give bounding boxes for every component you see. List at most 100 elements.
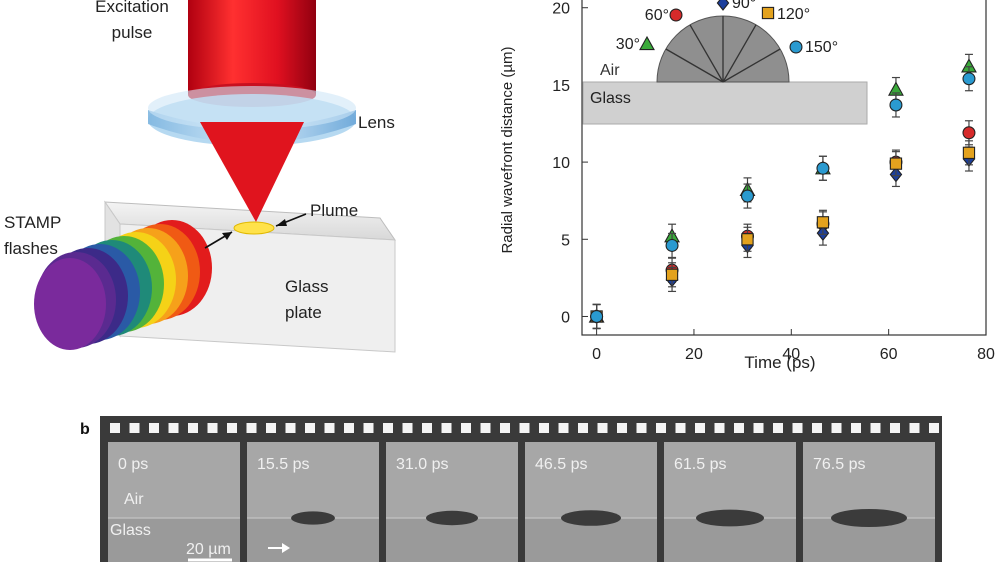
x-tick-label: 0 (592, 346, 601, 363)
sprocket-hole (500, 423, 510, 433)
frame-plume (291, 511, 335, 525)
frame-time-label: 46.5 ps (535, 456, 587, 473)
inset-marker-90° (716, 0, 730, 11)
inset-angle-label: 60° (645, 7, 669, 24)
frame-air-region (108, 442, 240, 518)
sprocket-hole (383, 423, 393, 433)
inset-marker-30° (639, 35, 655, 51)
frame-plume (696, 509, 764, 527)
film-scale-label: 20 µm (186, 541, 231, 558)
film-air-label: Air (124, 491, 144, 508)
sprocket-hole (246, 423, 257, 433)
excitation-label-1: Excitation (95, 0, 169, 16)
frame-time-label: 76.5 ps (813, 456, 865, 473)
sprocket-hole (324, 423, 335, 433)
sprocket-hole (734, 423, 744, 433)
data-point-60° (962, 126, 976, 140)
frame-time-label: 0 ps (118, 456, 148, 473)
inset-ray (722, 24, 757, 83)
inset-angle-label: 90° (732, 0, 756, 12)
lens (148, 86, 356, 146)
sprocket-hole (656, 423, 666, 433)
stamp-label-2: flashes (4, 239, 58, 258)
inset-glass-slab (582, 81, 868, 125)
sprocket-hole (480, 423, 491, 433)
inset-air-label: Air (600, 62, 620, 79)
data-point-150° (740, 189, 754, 203)
data-point-120° (665, 268, 679, 281)
frame-air-region (525, 442, 657, 518)
inset-marker-150° (789, 40, 803, 54)
film-glass-label: Glass (110, 522, 151, 539)
inset-angle-label: 150° (805, 39, 838, 56)
plot-frame (581, 0, 987, 336)
sprocket-hole (149, 423, 159, 433)
sprocket-hole (636, 423, 647, 433)
data-point-120° (889, 157, 903, 170)
inset-ray (665, 48, 724, 83)
sprocket-hole (266, 423, 276, 433)
sprocket-hole (675, 423, 686, 433)
sprocket-hole (812, 423, 822, 433)
sprocket-hole (558, 423, 569, 433)
sprocket-hole (870, 423, 881, 433)
sprocket-hole (909, 423, 920, 433)
x-tick-label: 20 (685, 346, 703, 363)
film-sprockets (110, 423, 939, 433)
sprocket-hole (441, 423, 452, 433)
x-axis-label: Time (ps) (744, 353, 815, 372)
x-tick-label: 80 (977, 346, 995, 363)
sprocket-hole (890, 423, 900, 433)
frame-air-region (386, 442, 518, 518)
sprocket-hole (792, 423, 803, 433)
glass-plate-label-1: Glass (285, 277, 328, 296)
stamp-flash-stack (34, 220, 212, 350)
y-axis-label: Radial wavefront distance (µm) (499, 46, 516, 253)
frame-air-region (247, 442, 379, 518)
sprocket-hole (773, 423, 783, 433)
x-tick-label: 60 (880, 346, 898, 363)
sprocket-hole (597, 423, 608, 433)
film-border (100, 416, 942, 566)
sprocket-hole (753, 423, 764, 433)
plume-spot (233, 221, 275, 235)
data-point-150° (665, 238, 679, 252)
sprocket-hole (519, 423, 530, 433)
setup-svg: Excitation pulse Lens Plume STAMP flashe… (4, 0, 396, 353)
sprocket-hole (539, 423, 549, 433)
excitation-label-2: pulse (112, 23, 153, 42)
inset-marker-120° (761, 6, 775, 20)
sprocket-hole (363, 423, 374, 433)
sprocket-hole (929, 423, 939, 433)
focus-cone (200, 122, 304, 222)
lens-label: Lens (358, 113, 395, 132)
data-point-150° (816, 161, 830, 175)
sprocket-hole (831, 423, 842, 433)
sprocket-hole (617, 423, 627, 433)
inset-ray (689, 24, 724, 83)
glass-plate-label-2: plate (285, 303, 322, 322)
frame-time-label: 61.5 ps (674, 456, 726, 473)
inset-marker-60° (669, 8, 683, 22)
panel-label-b: b (80, 421, 90, 438)
sprocket-hole (305, 423, 315, 433)
chart-marks (588, 53, 977, 330)
sprocket-hole (695, 423, 705, 433)
frame-plume (426, 510, 478, 526)
stamp-label-1: STAMP (4, 213, 61, 232)
data-point-120° (741, 233, 754, 246)
sprocket-hole (461, 423, 471, 433)
data-point-150° (889, 98, 903, 112)
data-point-120° (816, 216, 830, 229)
sprocket-hole (851, 423, 861, 433)
sprocket-hole (402, 423, 413, 433)
data-point-150° (962, 72, 976, 86)
sprocket-hole (110, 423, 120, 433)
y-tick-label: 20 (552, 1, 570, 18)
y-tick-label: 15 (552, 78, 570, 95)
